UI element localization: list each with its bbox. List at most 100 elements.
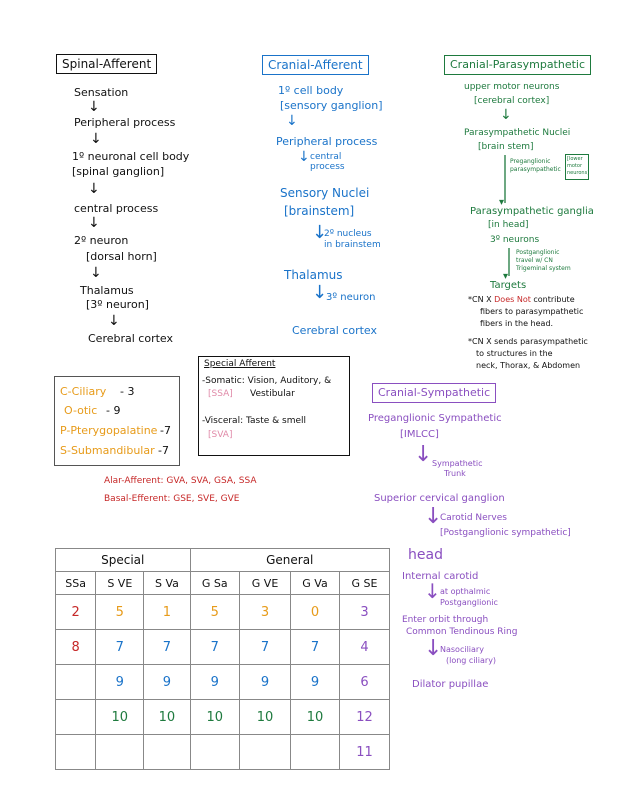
table-cell	[54, 664, 97, 700]
sympathetic-line: Carotid Nerves	[440, 513, 507, 523]
cranial-afferent-step: process	[310, 162, 345, 172]
sympathetic-line: at opthalmic	[440, 587, 491, 596]
parasympathetic-line: Parasympathetic Nuclei	[464, 128, 571, 138]
spinal-step: Peripheral process	[74, 116, 176, 129]
parasympathetic-line: neurons]	[567, 170, 590, 176]
parasympathetic-line: motor	[567, 163, 583, 169]
down-arrow-icon: ↓	[88, 181, 100, 197]
spinal-afferent-title: Spinal-Afferent	[56, 54, 158, 74]
parasympathetic-line: 3º neurons	[490, 235, 540, 245]
cranial-afferent-title: Cranial-Afferent	[262, 55, 369, 75]
down-arrow-icon: ↓	[500, 107, 512, 123]
parasympathetic-line: [brain stem]	[478, 142, 534, 152]
group-special: Special	[55, 548, 191, 572]
cranial-afferent-step: 1º cell body	[278, 84, 344, 97]
parasympathetic-note: fibers in the head.	[480, 319, 554, 328]
down-arrow-icon: ↓	[88, 215, 100, 231]
table-cell: 3	[339, 594, 390, 630]
table-cell: 10	[239, 699, 292, 735]
table-cell: 10	[189, 699, 241, 735]
visceral-code: [SVA]	[208, 430, 233, 440]
cranial-afferent-step: [brainstem]	[284, 204, 355, 218]
sympathetic-line: Internal carotid	[402, 571, 479, 582]
table-cell: 1	[143, 594, 191, 630]
table-cell: 9	[95, 664, 145, 700]
mnemonic-value: - 9	[106, 404, 121, 417]
parasympathetic-line: [cerebral cortex]	[474, 96, 550, 106]
table-cell: 7	[290, 629, 340, 665]
cranial-afferent-step: Sensory Nuclei	[280, 186, 370, 200]
table-cell: 6	[339, 664, 390, 700]
group-general: General	[189, 548, 390, 572]
sympathetic-line: Sympathetic	[432, 459, 483, 468]
table-cell	[95, 734, 145, 770]
sympathetic-line: Postganglionic	[440, 598, 498, 607]
spinal-step: Cerebral cortex	[88, 332, 173, 345]
parasympathetic-note: *CN X sends parasympathetic	[468, 337, 588, 346]
table-cell: 7	[189, 629, 241, 665]
cranial-afferent-step: [sensory ganglion]	[280, 99, 383, 112]
mnemonic-item: S-Submandibular	[60, 444, 155, 457]
sympathetic-line: Trunk	[444, 469, 466, 478]
cranial-afferent-step: Cerebral cortex	[292, 324, 377, 337]
cranial-afferent-step: Thalamus	[284, 268, 343, 282]
parasympathetic-note: neck, Thorax, & Abdomen	[476, 361, 581, 370]
somatic-label: -Somatic:	[202, 376, 245, 386]
somatic-code: [SSA]	[208, 389, 233, 399]
down-arrow-icon: ↓	[88, 99, 100, 115]
table-cell: 9	[189, 664, 241, 700]
spinal-step: Thalamus	[80, 284, 134, 297]
table-cell: 3	[239, 594, 292, 630]
spinal-step: [spinal ganglion]	[72, 165, 165, 178]
visceral-line: -Visceral: Taste & smell	[202, 416, 306, 426]
table-cell: 10	[290, 699, 340, 735]
table-cell	[54, 734, 97, 770]
parasympathetic-line: Postganglionic	[516, 249, 560, 256]
sympathetic-line: Enter orbit through	[402, 615, 489, 625]
table-cell: 8	[54, 629, 97, 665]
sympathetic-line: Common Tendinous Ring	[406, 627, 518, 637]
table-cell	[143, 734, 191, 770]
mnemonic-box	[54, 376, 180, 466]
special-afferent-title: Special Afferent	[204, 359, 276, 369]
parasympathetic-line: travel w/ CN	[516, 257, 553, 264]
cranial-parasympathetic-title: Cranial-Parasympathetic	[444, 55, 592, 75]
connector-line	[504, 155, 506, 203]
spinal-step: [dorsal horn]	[86, 250, 157, 263]
table-cell: 10	[95, 699, 145, 735]
sympathetic-line: Dilator pupillae	[412, 679, 489, 690]
table-cell: 5	[189, 594, 241, 630]
spinal-step: 1º neuronal cell body	[72, 150, 190, 163]
lower-motor-neurons-box	[565, 154, 589, 180]
parasympathetic-line: [in head]	[488, 220, 529, 230]
down-arrow-icon: ↓	[424, 579, 441, 603]
table-cell: 2	[54, 594, 97, 630]
spinal-step: [3º neuron]	[86, 298, 149, 311]
table-cell: 9	[290, 664, 340, 700]
table-cell: 9	[239, 664, 292, 700]
down-arrow-icon: ▾	[503, 271, 509, 282]
table-cell: 10	[143, 699, 191, 735]
sympathetic-line: [IMLCC]	[400, 429, 439, 440]
table-row: 11	[54, 734, 390, 770]
mnemonic-item: C-Ciliary	[60, 385, 107, 398]
spinal-step: central process	[74, 202, 159, 215]
note-prefix: *CN X	[468, 295, 492, 304]
down-arrow-icon: ↓	[424, 636, 443, 661]
sympathetic-line: head	[408, 547, 443, 563]
parasympathetic-line: Preganglionic	[510, 158, 551, 165]
sympathetic-line: Preganglionic Sympathetic	[368, 413, 502, 424]
parasympathetic-line: Targets	[490, 280, 527, 291]
parasympathetic-line: Parasympathetic ganglia	[470, 206, 594, 217]
parasympathetic-line: [lower	[567, 156, 583, 162]
somatic-text: Vision, Auditory, &	[247, 376, 332, 386]
visceral-label: -Visceral:	[202, 416, 244, 426]
parasympathetic-note: fibers to parasympathetic	[480, 307, 584, 316]
cranial-afferent-step: 2º nucleus	[324, 229, 372, 239]
parasympathetic-note: *CN X Does Not contribute	[468, 295, 575, 304]
table-cell	[54, 699, 97, 735]
